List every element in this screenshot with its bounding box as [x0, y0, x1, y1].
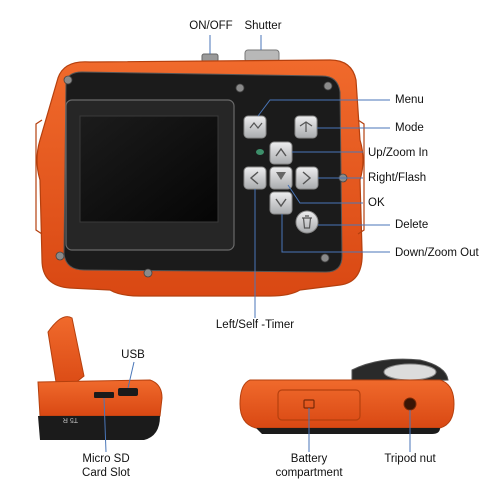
label-down-zoom-out: Down/Zoom Out: [395, 247, 479, 259]
bottom-body-black: [256, 428, 440, 434]
menu-button: [243, 115, 267, 139]
label-tripod-nut: Tripod nut: [384, 453, 436, 465]
label-mode: Mode: [395, 122, 424, 134]
usb-port: [118, 388, 138, 396]
battery-compartment-door: [277, 389, 361, 421]
mode-button-icon: [299, 121, 313, 132]
status-led: [256, 149, 264, 155]
right-arrow-icon: [302, 171, 312, 185]
leader-usb: [127, 361, 135, 389]
leader-menu: [257, 99, 390, 117]
right-flash-button: [295, 166, 319, 190]
leader-micro-sd: [103, 397, 107, 453]
open-door-flap: [47, 316, 85, 393]
tripod-nut: [403, 397, 417, 411]
label-battery-line2: compartment: [275, 467, 343, 479]
trash-icon: [302, 215, 312, 229]
label-micro-sd-line2: Card Slot: [82, 467, 130, 479]
side-body-black: [38, 416, 160, 440]
label-shutter: Shutter: [244, 20, 282, 32]
bottom-body-orange: [239, 379, 455, 429]
bumper-ribs: [35, 119, 365, 235]
camera-back-view: [35, 49, 365, 297]
label-on-off: ON/OFF: [189, 20, 233, 32]
leader-down-zoom-out: [281, 214, 390, 253]
up-zoom-in-button: [269, 141, 293, 165]
camera-bottom-view: [239, 358, 455, 434]
delete-button: [295, 210, 319, 234]
down-arrow-icon: [275, 198, 287, 208]
label-left-self-timer: Left/Self -Timer: [215, 319, 295, 331]
label-micro-sd-line1: Micro SD: [82, 453, 130, 465]
micro-sd-slot: [94, 392, 114, 398]
leader-ok: [287, 184, 363, 204]
ok-button-icon: [276, 172, 286, 180]
menu-button-icon: [249, 122, 263, 129]
left-self-timer-button: [243, 166, 267, 190]
ok-button: [269, 166, 293, 190]
label-menu: Menu: [395, 94, 424, 106]
bottom-lens: [383, 363, 437, 381]
label-up-zoom-in: Up/Zoom In: [368, 147, 429, 159]
down-zoom-out-button: [269, 191, 293, 215]
lcd-screen: [79, 115, 219, 223]
label-ok: OK: [368, 197, 385, 209]
mode-button: [294, 115, 318, 139]
label-right-flash: Right/Flash: [368, 172, 427, 184]
label-battery-line1: Battery: [290, 453, 328, 465]
side-engraved-text: T5 R: [63, 416, 78, 423]
label-usb: USB: [121, 349, 145, 361]
left-arrow-icon: [249, 171, 259, 185]
camera-side-open-view: T5 R: [37, 316, 163, 440]
label-delete: Delete: [395, 219, 429, 231]
leader-lines: [103, 35, 411, 453]
up-arrow-icon: [275, 147, 287, 157]
